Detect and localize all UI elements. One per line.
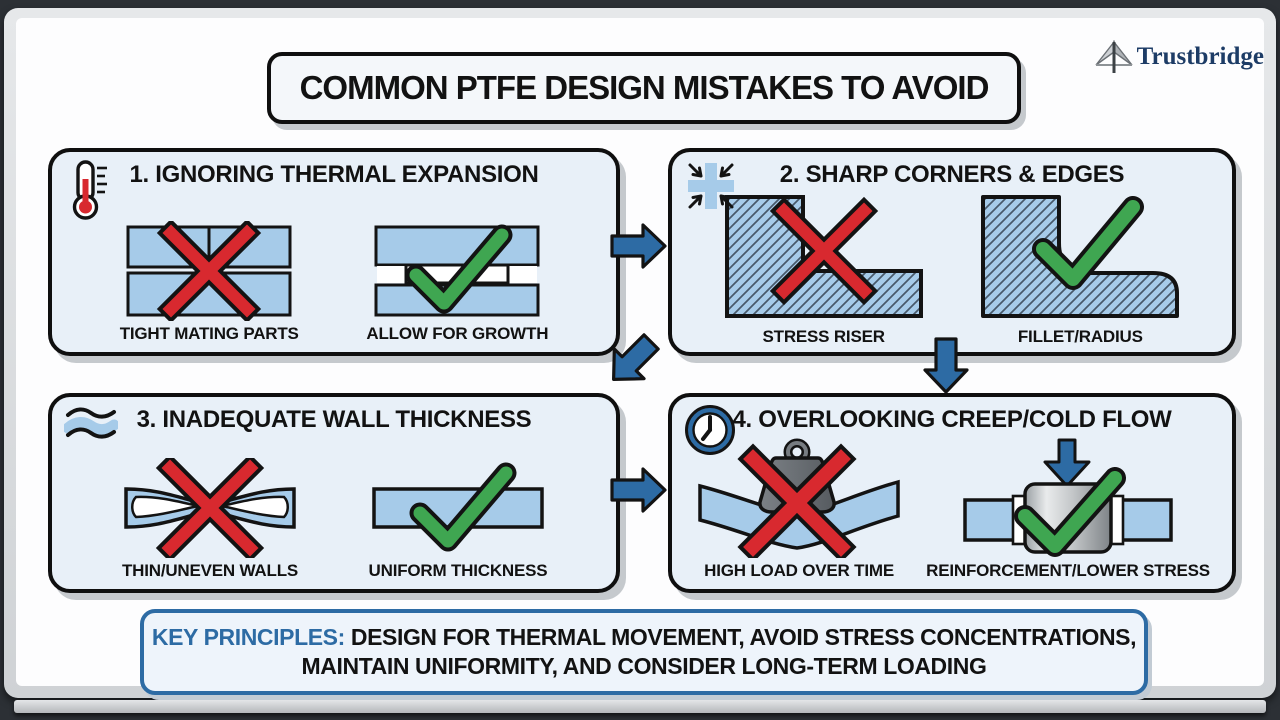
flow-arrow-panel2-to-panel3 (612, 333, 660, 381)
panel-thermal-expansion: 1. IGNORING THERMAL EXPANSION TIGHT MATI… (48, 148, 620, 356)
brand-name: Trustbridge (1136, 43, 1264, 70)
flow-arrow-panel2-to-panel4 (923, 337, 969, 394)
panel-title: 1. IGNORING THERMAL EXPANSION (129, 161, 539, 188)
brand-logo: Trustbridge (1095, 40, 1264, 74)
check-mark (1014, 467, 1127, 557)
high-load-drawing (698, 438, 900, 558)
clock-icon (685, 405, 735, 455)
flow-arrow-panel3-to-panel4 (610, 467, 667, 513)
figure-caption: TIGHT MATING PARTS (119, 324, 299, 343)
x-mark (155, 458, 265, 558)
thin-uneven-walls-drawing (124, 458, 296, 558)
x-mark (737, 443, 857, 558)
panel-title: 3. INADEQUATE WALL THICKNESS (136, 406, 532, 433)
figure-caption: HIGH LOAD OVER TIME (704, 561, 894, 580)
figure-caption: THIN/UNEVEN WALLS (121, 561, 299, 580)
figure-caption: UNIFORM THICKNESS (368, 561, 548, 580)
key-principles-line1: KEY PRINCIPLES: DESIGN FOR THERMAL MOVEM… (151, 623, 1137, 652)
panel-title: 2. SHARP CORNERS & EDGES (779, 161, 1125, 188)
fillet-radius-figure: FILLET/RADIUS (975, 189, 1185, 347)
figure-caption: ALLOW FOR GROWTH (366, 324, 549, 343)
key-principles-line2: MAINTAIN UNIFORMITY, AND CONSIDER LONG-T… (301, 653, 987, 679)
flow-arrow-panel1-to-panel2 (610, 223, 667, 269)
check-mark (409, 462, 517, 552)
thermometer-icon (72, 160, 107, 220)
fillet-radius-drawing (981, 195, 1180, 318)
panel-title: 4. OVERLOOKING CREEP/COLD FLOW (732, 406, 1172, 433)
allow-for-growth-figure: ALLOW FOR GROWTH (366, 221, 548, 344)
stress-riser-drawing (724, 195, 923, 318)
tight-mating-parts-figure: TIGHT MATING PARTS (120, 221, 299, 344)
thin-uneven-walls-figure: THIN/UNEVEN WALLS (120, 458, 300, 581)
key-principles-text1: DESIGN FOR THERMAL MOVEMENT, AVOID STRES… (350, 624, 1137, 651)
compress-arrows-icon (688, 163, 734, 209)
reinforcement-drawing (963, 438, 1173, 557)
waves-icon (64, 407, 118, 439)
stress-riser-figure: STRESS RISER (719, 189, 929, 347)
panel-sharp-corners: 2. SHARP CORNERS & EDGES STRESS RISER (668, 148, 1236, 356)
panel-wall-thickness: 3. INADEQUATE WALL THICKNESS THIN/UNEVEN… (48, 393, 620, 593)
reinforcement-figure: REINFORCEMENT/LOWER STRESS (926, 438, 1210, 581)
high-load-figure: HIGH LOAD OVER TIME (694, 438, 904, 581)
load-arrow-down (1043, 438, 1091, 488)
uniform-thickness-drawing (372, 462, 544, 552)
figure-caption: FILLET/RADIUS (1017, 327, 1143, 346)
marker-tray (14, 700, 1266, 713)
tight-mating-parts-drawing (126, 221, 292, 321)
trustbridge-bridge-icon (1095, 40, 1133, 73)
figure-caption: REINFORCEMENT/LOWER STRESS (926, 561, 1210, 580)
key-principles-box: KEY PRINCIPLES: DESIGN FOR THERMAL MOVEM… (140, 609, 1148, 695)
main-title-box: COMMON PTFE DESIGN MISTAKES TO AVOID (267, 52, 1021, 124)
figure-caption: STRESS RISER (762, 327, 885, 346)
page-title: COMMON PTFE DESIGN MISTAKES TO AVOID (299, 69, 990, 106)
x-mark (157, 221, 262, 321)
check-mark (405, 224, 513, 314)
check-mark (1032, 196, 1145, 290)
key-principles-label: KEY PRINCIPLES: (151, 624, 345, 651)
allow-for-growth-drawing (374, 224, 540, 317)
uniform-thickness-figure: UNIFORM THICKNESS (368, 458, 548, 581)
panel-creep-cold-flow: 4. OVERLOOKING CREEP/COLD FLOW HIGH LOAD… (668, 393, 1236, 593)
x-mark (769, 196, 878, 306)
